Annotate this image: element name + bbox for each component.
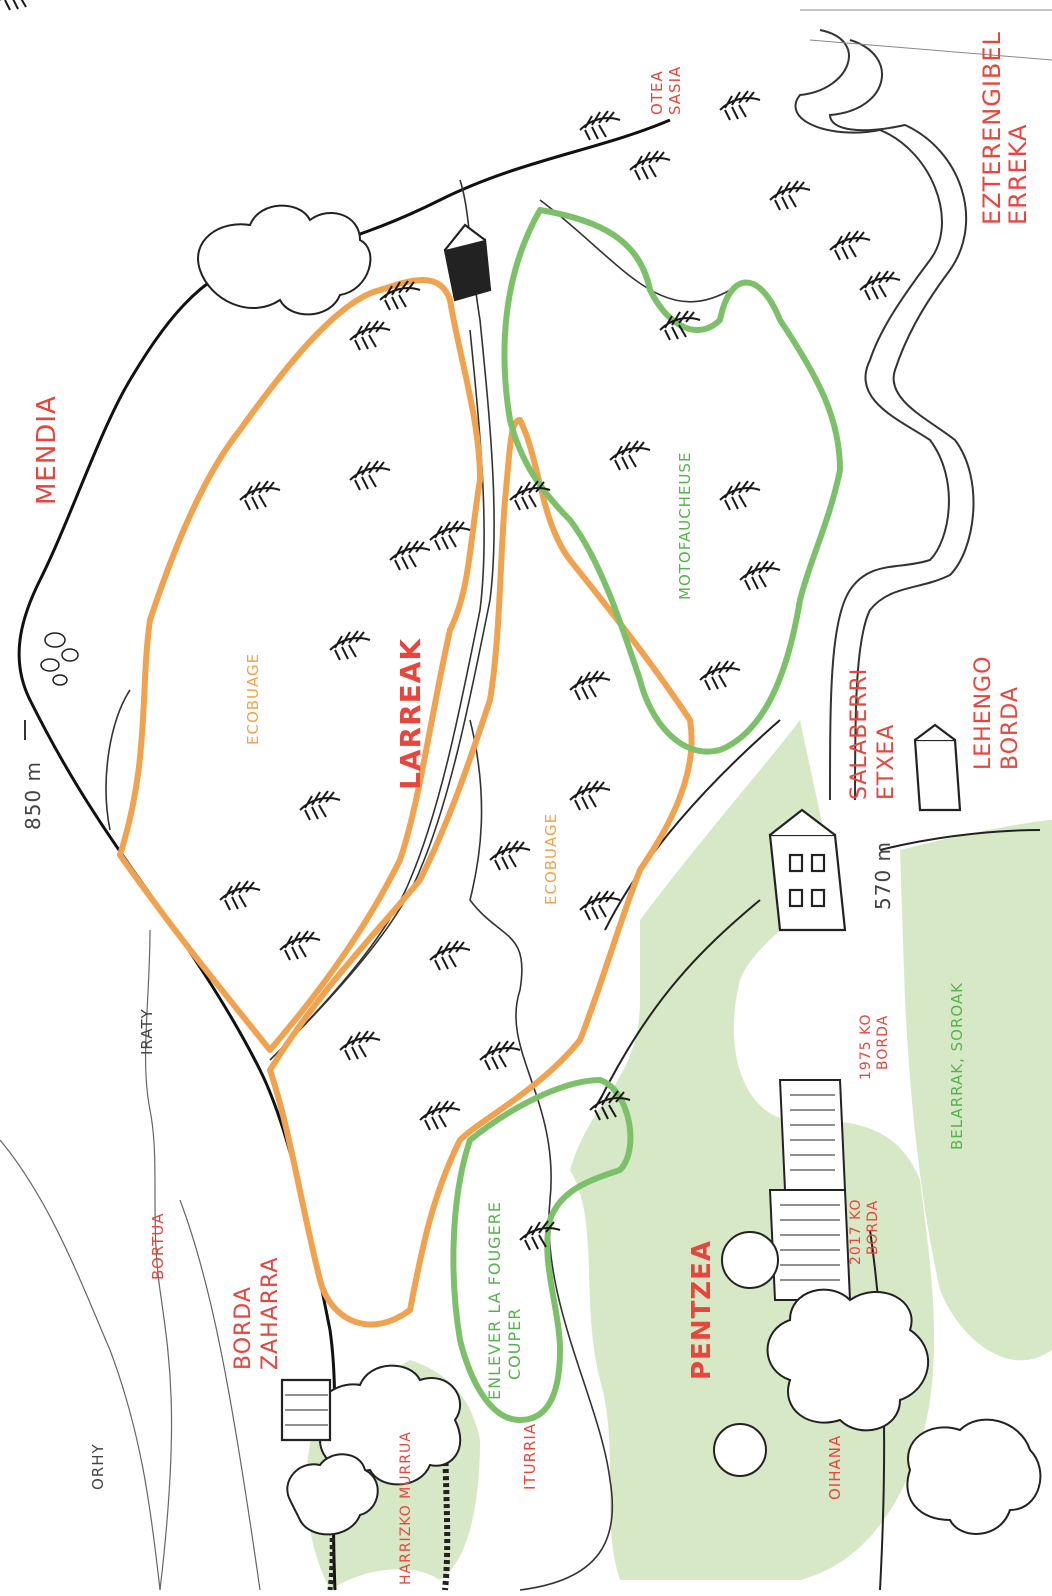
label-salaberri-1: SALABERRI [847, 668, 872, 800]
hut-top [443, 223, 492, 302]
label-2017-2: BORDA [865, 1200, 881, 1255]
label-salaberri-2: ETXEA [874, 724, 899, 800]
label-scale-bottom: 570 m [871, 841, 895, 910]
tree-pentzea-2 [713, 1423, 767, 1477]
label-larreak: LARREAK [394, 638, 427, 790]
enlever-fougere-zone [450, 1077, 634, 1423]
label-borda-zaharra-1: BORDA [231, 1286, 256, 1370]
label-orhy: ORHY [89, 1443, 107, 1490]
rocks [40, 632, 79, 686]
motofaucheuse-zone [501, 207, 843, 755]
forest-top [197, 204, 372, 316]
map-labels: MENDIA 850 m LARREAK ECOBUAGE ECOBUAGE M… [21, 31, 1032, 1585]
label-iraty: IRATY [138, 1008, 156, 1055]
label-eztere-2: ERREKA [1004, 124, 1032, 225]
iraty-ridge [144, 929, 173, 1591]
label-lehengo-1: LEHENGO [971, 656, 996, 770]
borda-zaharra-house [280, 1378, 332, 1442]
road-serpentine [794, 9, 1052, 801]
mowing-zones [450, 207, 843, 1423]
barn-1975 [778, 1079, 847, 1191]
label-ecobuage-upper: ECOBUAGE [244, 653, 262, 745]
label-mendia: MENDIA [32, 395, 62, 505]
orhy-ridge [0, 1139, 161, 1591]
forest-bottom-right [906, 1418, 1042, 1535]
ecobuage-zone-upper [117, 277, 483, 1053]
label-iturria: ITURRIA [521, 1423, 539, 1490]
label-enlever-1: ENLEVER LA FOUGERE [485, 1201, 504, 1400]
label-scale-top: 850 m [21, 761, 45, 830]
label-bortua: BORTUA [149, 1212, 167, 1280]
forest-oihana [766, 1288, 929, 1432]
meadow-belarrak [900, 820, 1052, 1361]
label-sasia: SASIA [666, 66, 684, 115]
label-1975-1: 1975 KO [858, 1013, 874, 1080]
buildings [280, 223, 962, 1442]
label-belarrak: BELARRAK, SOROAK [948, 982, 966, 1150]
bortua-ridge [179, 1199, 261, 1591]
forest-lower-left [286, 1453, 379, 1536]
salaberri-etxea-house [768, 808, 847, 932]
label-enlever-2: COUPER [505, 1308, 524, 1380]
tree-pentzea [721, 1231, 779, 1289]
label-motofaucheuse: MOTOFAUCHEUSE [676, 452, 694, 600]
barn-2017 [768, 1189, 852, 1301]
label-harrizko: HARRIZKO MURRUA [398, 1431, 414, 1585]
label-lehengo-2: BORDA [998, 686, 1023, 770]
ecobuage-zones [117, 277, 695, 1328]
ecobuage-zone-lower [267, 417, 695, 1328]
tree-clusters [197, 204, 1042, 1536]
label-otea: OTEA [648, 70, 666, 115]
label-pentzea: PENTZEA [687, 1240, 717, 1380]
label-eztere-1: EZTERENGIBEL [978, 31, 1006, 225]
label-oihana: OIHANA [826, 1435, 844, 1500]
lehengo-borda-house [913, 723, 962, 812]
label-ecobuage-lower: ECOBUAGE [542, 813, 560, 905]
fern-symbols [0, 0, 901, 1251]
label-borda-zaharra-2: ZAHARRA [258, 1257, 283, 1370]
label-2017-1: 2017 KO [848, 1198, 864, 1265]
label-1975-2: BORDA [875, 1015, 891, 1070]
